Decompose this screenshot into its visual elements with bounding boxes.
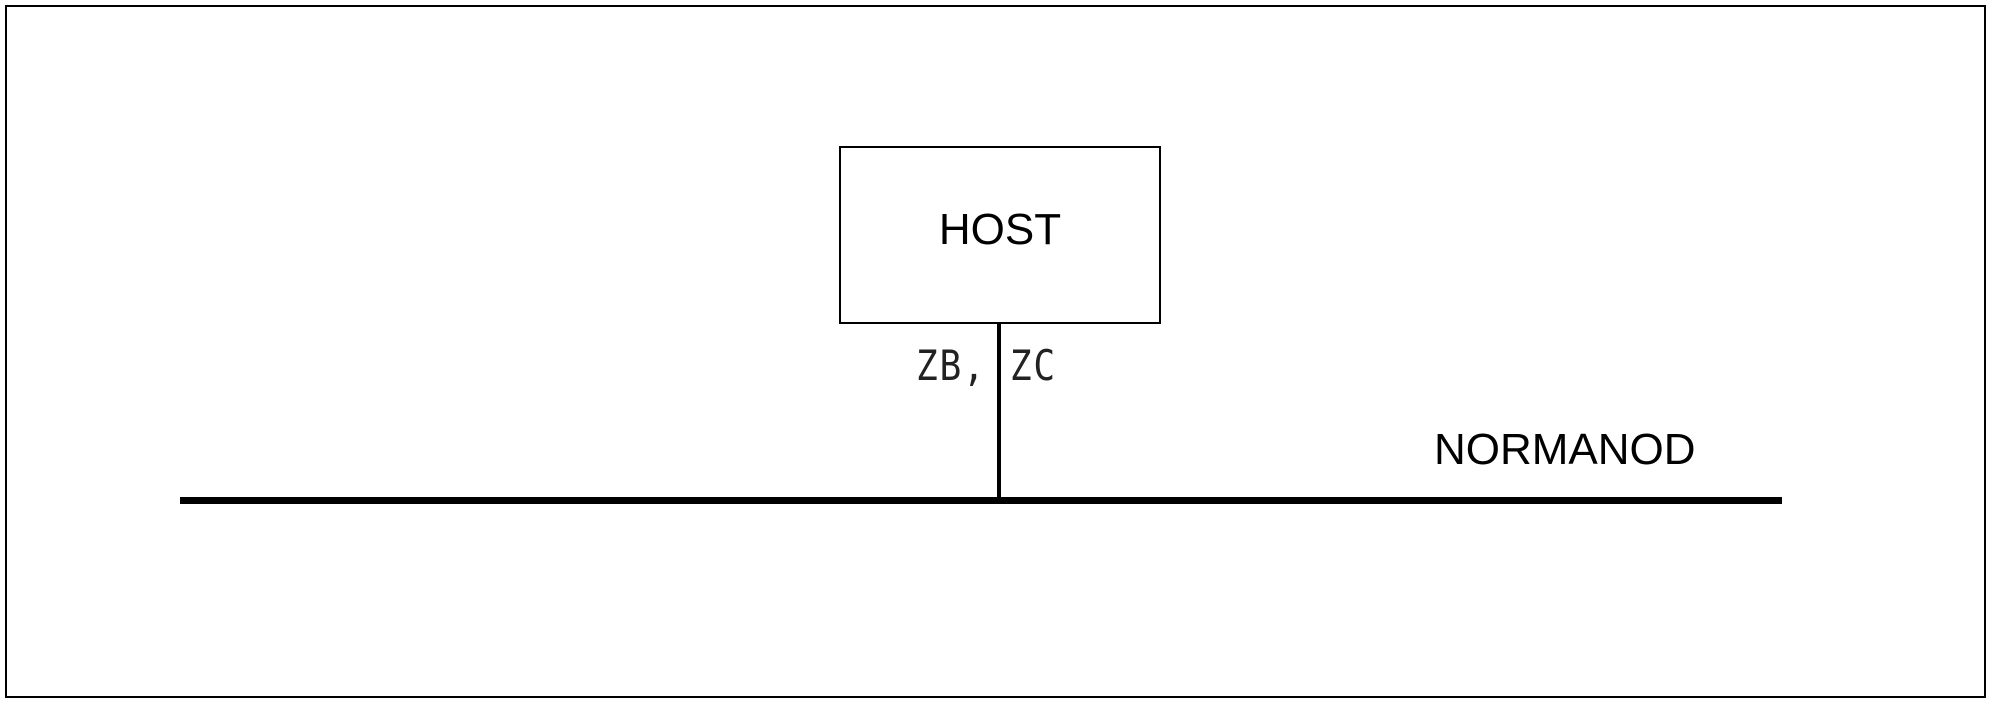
host-node: HOST: [839, 146, 1161, 324]
network-bus-line: [180, 497, 1782, 504]
host-label: HOST: [938, 205, 1062, 254]
link-label: ZB, ZC: [916, 341, 1057, 390]
network-label: NORMANOD: [1434, 425, 1696, 474]
diagram-frame: [5, 5, 1986, 698]
host-link-line: [997, 323, 1001, 501]
